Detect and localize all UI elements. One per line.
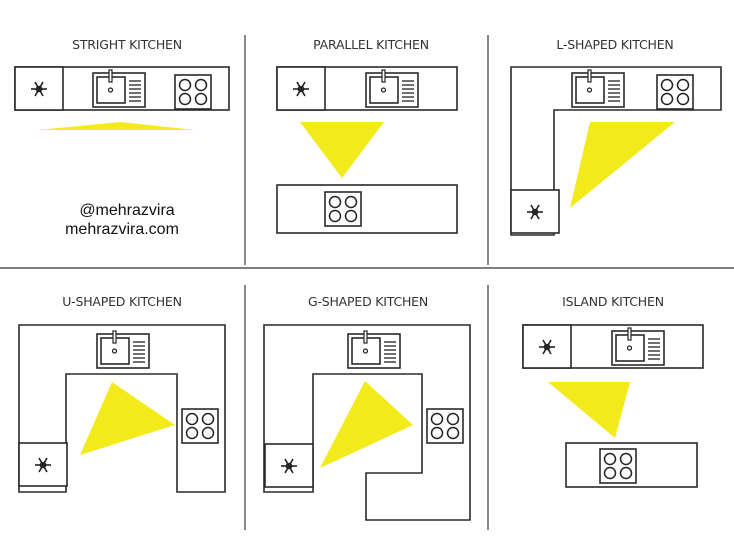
fridge-icon [522,324,572,369]
sink-icon [92,69,146,108]
watermark-site: mehrazvira.com [65,221,179,238]
panel-title: G-SHAPED KITCHEN [308,294,428,309]
parallel-counter [276,184,458,234]
panel-parallel-kitchen: PARALLEL KITCHEN [276,37,458,234]
hob-icon [599,448,637,484]
panel-title: STRIGHT KITCHEN [72,37,182,52]
panel-straight-kitchen: STRIGHT KITCHEN @mehrazvira mehrazvira.c… [14,37,230,238]
panel-title: PARALLEL KITCHEN [313,37,429,52]
work-triangle [38,122,195,130]
hob-icon [324,191,362,227]
fridge-icon [264,443,314,488]
panel-title: L-SHAPED KITCHEN [556,37,673,52]
sink-icon [611,327,665,366]
fridge-icon [276,66,326,111]
fridge-icon [18,442,68,487]
fridge-icon [510,189,560,234]
panel-title: ISLAND KITCHEN [562,294,664,309]
fridge-icon [14,66,64,111]
work-triangle [300,122,384,178]
panel-u-shaped-kitchen: U-SHAPED KITCHEN [18,294,226,493]
counter [18,324,226,493]
watermark-handle: @mehrazvira [79,202,174,219]
sink-icon [347,330,401,369]
panel-l-shaped-kitchen: L-SHAPED KITCHEN [510,37,722,236]
hob-icon [174,74,212,110]
panel-island-kitchen: ISLAND KITCHEN [522,294,704,488]
work-triangle [320,381,413,468]
hob-icon [656,74,694,110]
panel-g-shaped-kitchen: G-SHAPED KITCHEN [263,294,471,521]
work-triangle [548,382,630,438]
sink-icon [571,69,625,108]
panel-title: U-SHAPED KITCHEN [62,294,182,309]
work-triangle [570,122,675,208]
counter [263,324,471,521]
sink-icon [96,330,150,369]
hob-icon [426,408,464,444]
hob-icon [181,408,219,444]
work-triangle [80,382,175,455]
sink-icon [365,69,419,108]
